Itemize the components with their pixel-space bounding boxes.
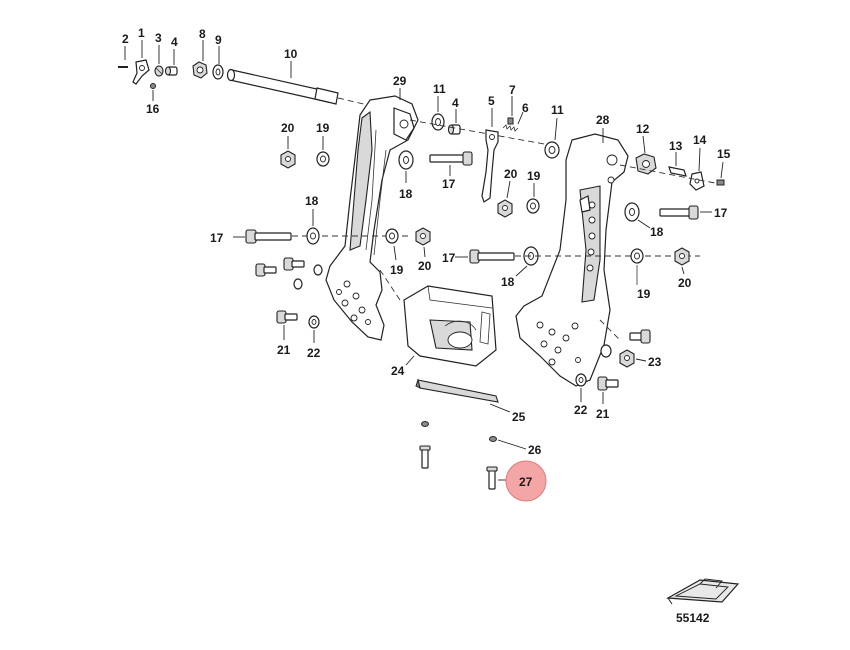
callout-17-mid: 17 bbox=[442, 251, 456, 265]
callout-6: 6 bbox=[522, 101, 529, 115]
part-23-nut[interactable] bbox=[619, 349, 635, 368]
callout-18-left: 18 bbox=[305, 194, 319, 208]
callout-19-left-row: 19 bbox=[390, 263, 404, 277]
callout-10: 10 bbox=[284, 47, 298, 61]
diagram-number: 55142 bbox=[676, 611, 710, 625]
part-7-spring-pin[interactable] bbox=[507, 117, 514, 125]
part-17-bolt-center[interactable] bbox=[429, 151, 473, 166]
part-18-washer-center[interactable] bbox=[398, 150, 414, 170]
part-27-screw-right[interactable] bbox=[486, 466, 498, 490]
part-10-tilt-tube[interactable] bbox=[226, 68, 339, 105]
part-21-bolt-lower-left[interactable] bbox=[276, 310, 298, 324]
callout-28: 28 bbox=[596, 113, 610, 127]
callout-23: 23 bbox=[648, 355, 662, 369]
part-5-tilt-lock-lever[interactable] bbox=[481, 129, 499, 203]
callout-19-right: 19 bbox=[637, 287, 651, 301]
callout-22-left: 22 bbox=[307, 346, 321, 360]
callout-21-left: 21 bbox=[277, 343, 291, 357]
callout-18-mid: 18 bbox=[501, 275, 515, 289]
callout-20-top-left: 20 bbox=[281, 121, 295, 135]
callout-21-right: 21 bbox=[596, 407, 610, 421]
part-15-screw[interactable] bbox=[716, 179, 725, 186]
part-4-bushing-right[interactable] bbox=[447, 124, 461, 135]
callout-27: 27 bbox=[519, 475, 533, 489]
callout-17-center: 17 bbox=[442, 177, 456, 191]
callout-15: 15 bbox=[717, 147, 731, 161]
part-17-bolt-mid[interactable] bbox=[469, 249, 515, 264]
part-24-mount-block[interactable] bbox=[403, 285, 497, 367]
callout-16: 16 bbox=[146, 102, 160, 116]
callout-24: 24 bbox=[391, 364, 405, 378]
part-6-spring[interactable] bbox=[502, 124, 519, 132]
callout-3: 3 bbox=[155, 31, 162, 45]
part-13-plate[interactable] bbox=[668, 166, 687, 177]
part-19-washer-center[interactable] bbox=[526, 198, 540, 214]
callout-22-right: 22 bbox=[574, 403, 588, 417]
part-17-bolt-left[interactable] bbox=[245, 229, 292, 244]
callout-26: 26 bbox=[528, 443, 542, 457]
callout-20-center: 20 bbox=[504, 167, 518, 181]
part-22-washer-upper-2[interactable] bbox=[313, 264, 323, 276]
callout-29: 29 bbox=[393, 74, 407, 88]
part-1-lever[interactable] bbox=[132, 59, 150, 85]
part-8-hex-nut[interactable] bbox=[192, 61, 208, 79]
callout-20-left-row: 20 bbox=[418, 259, 432, 273]
callout-2: 2 bbox=[122, 32, 129, 46]
part-18-washer-right-top[interactable] bbox=[624, 202, 640, 222]
part-14-latch[interactable] bbox=[689, 171, 705, 191]
callout-9: 9 bbox=[215, 33, 222, 47]
highlight-circle[interactable] bbox=[505, 460, 547, 502]
part-22-washer-lower-left[interactable] bbox=[308, 315, 320, 329]
part-21-bolt-upper-1[interactable] bbox=[255, 263, 277, 277]
part-21-bolt-lower-right[interactable] bbox=[597, 376, 619, 391]
part-19-washer-right[interactable] bbox=[630, 248, 644, 264]
callout-13: 13 bbox=[669, 139, 683, 153]
part-28-right-clamp-bracket[interactable] bbox=[515, 133, 629, 387]
part-19-washer-top-left[interactable] bbox=[316, 151, 330, 167]
callout-18-center: 18 bbox=[399, 187, 413, 201]
part-22-washer-upper-1[interactable] bbox=[293, 278, 303, 290]
callout-25: 25 bbox=[512, 410, 526, 424]
part-26-nut-left[interactable] bbox=[421, 421, 429, 427]
part-20-nut-right[interactable] bbox=[674, 247, 690, 266]
callout-5: 5 bbox=[488, 94, 495, 108]
callout-8: 8 bbox=[199, 27, 206, 41]
part-20-nut-left-row[interactable] bbox=[415, 227, 431, 246]
callout-20-right: 20 bbox=[678, 276, 692, 290]
part-11-washer-right[interactable] bbox=[544, 141, 560, 159]
callout-4-top: 4 bbox=[171, 35, 178, 49]
callout-7: 7 bbox=[509, 83, 516, 97]
part-20-nut-top-left[interactable] bbox=[280, 150, 296, 169]
part-4-bushing-left[interactable] bbox=[164, 66, 178, 76]
callout-11-right: 11 bbox=[551, 103, 564, 117]
part-26-nut-right[interactable] bbox=[489, 436, 497, 442]
callout-19-center: 19 bbox=[527, 169, 541, 183]
part-27-screw-left[interactable] bbox=[419, 445, 431, 469]
part-21-bolt-upper-2[interactable] bbox=[283, 257, 305, 271]
part-11-washer-left[interactable] bbox=[431, 113, 445, 131]
callout-17-left: 17 bbox=[210, 231, 224, 245]
part-3-spring-washer[interactable] bbox=[154, 65, 164, 77]
callout-4-mid: 4 bbox=[452, 96, 459, 110]
part-16-nut[interactable] bbox=[150, 83, 156, 89]
callout-11-left: 11 bbox=[433, 82, 446, 96]
callout-19-top-left: 19 bbox=[316, 121, 330, 135]
callout-17-right: 17 bbox=[714, 206, 728, 220]
part-18-washer-left[interactable] bbox=[306, 227, 320, 245]
callout-12: 12 bbox=[636, 122, 650, 136]
callout-18-right: 18 bbox=[650, 225, 664, 239]
part-22-washer-lower-right[interactable] bbox=[575, 373, 587, 387]
part-9-washer[interactable] bbox=[212, 64, 224, 80]
part-29-left-clamp-bracket[interactable] bbox=[325, 95, 419, 341]
part-22-washer-upper-right[interactable] bbox=[600, 344, 612, 358]
part-19-washer-left-row[interactable] bbox=[385, 228, 399, 244]
part-25-chine-strip[interactable] bbox=[415, 378, 499, 403]
part-20-nut-center[interactable] bbox=[497, 199, 513, 218]
part-17-bolt-right[interactable] bbox=[659, 205, 699, 220]
part-21-bolt-upper-right[interactable] bbox=[629, 329, 651, 344]
callout-1: 1 bbox=[138, 26, 145, 40]
callout-14: 14 bbox=[693, 133, 707, 147]
boat-icon bbox=[665, 578, 740, 605]
